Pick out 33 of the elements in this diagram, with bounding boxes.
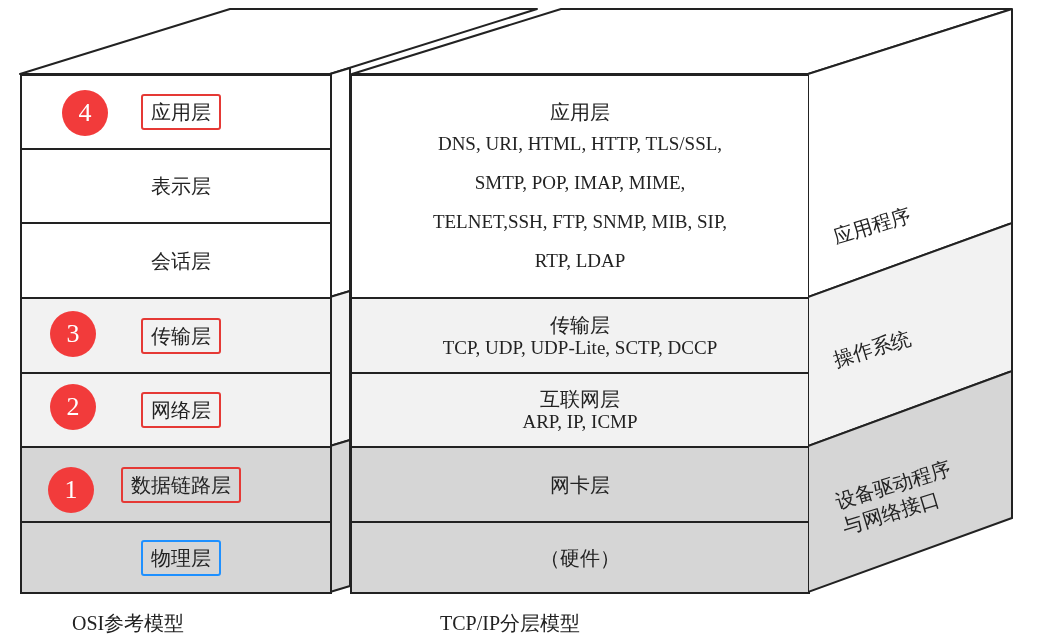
highlighted-label: 数据链路层 (121, 466, 241, 503)
layer-band (20, 446, 332, 523)
highlighted-label: 传输层 (141, 317, 221, 354)
side-panel (808, 9, 1013, 298)
layer-band (20, 74, 332, 150)
panel-label: 应用程序 (830, 202, 915, 250)
layer-band (20, 297, 332, 374)
layer-band (20, 521, 332, 594)
layer-name: 网卡层 (550, 472, 610, 497)
protocol-list: DNS, URI, HTML, HTTP, TLS/SSL, SMTP, POP, IMAP, MIME, TELNET,SSH, FTP, SNMP, MIB, SIP, RTP, LDAP (430, 123, 730, 280)
protocol-list: TCP, UDP, UDP-Lite, SCTP, DCCP (442, 336, 718, 359)
layer-band (350, 372, 810, 448)
highlighted-label: 物理层 (141, 539, 221, 576)
panel-label: 操作系统 (830, 325, 915, 373)
layer-name: 传输层 (550, 312, 610, 337)
side-panel (808, 371, 1013, 593)
layer-band (350, 521, 810, 594)
layer-name: 表示层 (151, 174, 211, 198)
layer-band (20, 222, 332, 299)
highlighted-label: 网络层 (141, 392, 221, 428)
layer-name: 互联网层 (540, 387, 620, 411)
caption: TCP/IP分层模型 (440, 611, 581, 636)
caption: OSI参考模型 (72, 611, 185, 636)
layer-band (350, 297, 810, 374)
layer-band (20, 148, 332, 224)
layer-name: （硬件） (540, 545, 620, 570)
protocol-list: ARP, IP, ICMP (522, 411, 638, 433)
layer-name: 应用层 (550, 99, 610, 124)
layer-band (20, 372, 332, 448)
layer-band (350, 446, 810, 523)
highlighted-label: 应用层 (141, 94, 221, 130)
layer-name: 会话层 (151, 248, 211, 273)
panel-label: 设备驱动程序与网络接口 (832, 455, 955, 540)
